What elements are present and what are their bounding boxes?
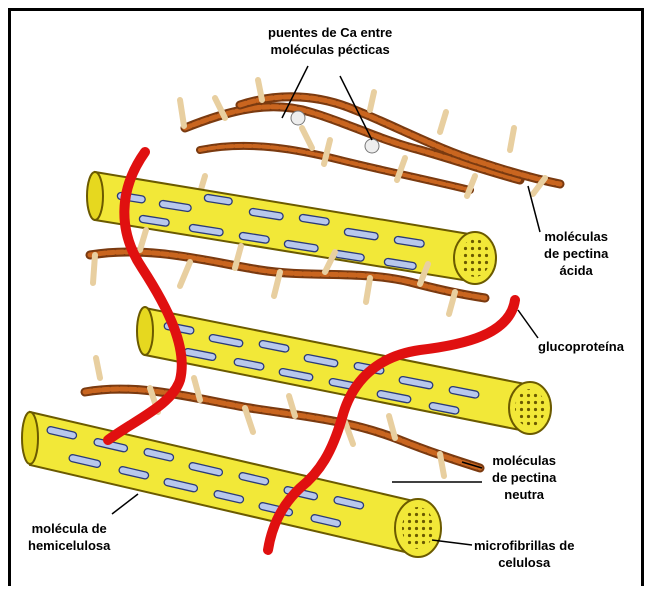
label-hemicellulose-line2: hemicelulosa: [28, 537, 110, 554]
label-microfibrils-line2: celulosa: [474, 554, 574, 571]
label-neutral-pectin: moléculas de pectina neutra: [492, 452, 556, 503]
label-acid-pectin: moléculas de pectina ácida: [544, 228, 608, 279]
label-hemicellulose-line1: molécula de: [28, 520, 110, 537]
label-acid-pectin-line1: moléculas: [544, 228, 608, 245]
label-calcium-bridges-line2: moléculas pécticas: [268, 41, 392, 58]
label-calcium-bridges-line1: puentes de Ca entre: [268, 24, 392, 41]
label-glycoprotein-line1: glucoproteína: [538, 338, 624, 355]
label-acid-pectin-line3: ácida: [544, 262, 608, 279]
cellulose-microfibril-1: [87, 172, 496, 284]
label-microfibrils-line1: microfibrillas de: [474, 537, 574, 554]
label-neutral-pectin-line2: de pectina: [492, 469, 556, 486]
label-neutral-pectin-line3: neutra: [492, 486, 556, 503]
label-neutral-pectin-line1: moléculas: [492, 452, 556, 469]
label-acid-pectin-line2: de pectina: [544, 245, 608, 262]
label-calcium-bridges: puentes de Ca entre moléculas pécticas: [268, 24, 392, 58]
label-hemicellulose: molécula de hemicelulosa: [28, 520, 110, 554]
label-microfibrils: microfibrillas de celulosa: [474, 537, 574, 571]
acid-pectin-chains: [180, 80, 560, 196]
label-glycoprotein: glucoproteína: [538, 338, 624, 355]
